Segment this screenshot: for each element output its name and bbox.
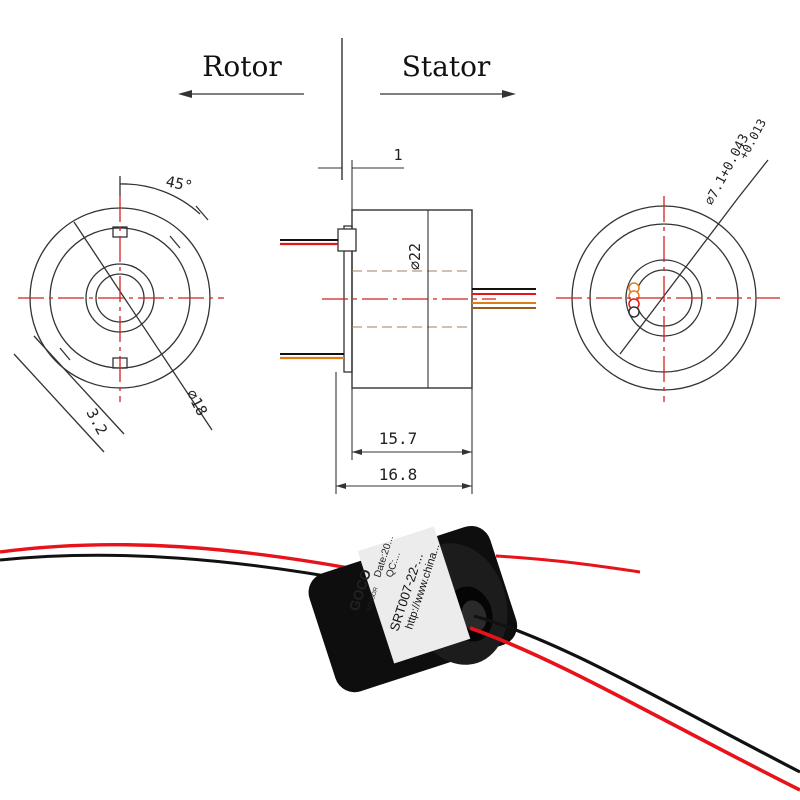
bore-leader-ext — [737, 159, 769, 199]
body-length-label: 15.7 — [379, 429, 418, 448]
header: Rotor Stator — [178, 38, 516, 180]
total-length-label: 16.8 — [379, 465, 418, 484]
slot-dim-line-2 — [33, 335, 125, 435]
angle-label: 45° — [164, 172, 194, 195]
product-photo: GOCO SENSOR Date:20... QC:... SRT007-22-… — [0, 525, 800, 792]
outer-diameter-label: ⌀22 — [406, 243, 424, 270]
stator-arrowhead — [502, 90, 516, 98]
photo-wire-red-left — [0, 542, 361, 572]
flange-diameter-leader — [73, 221, 213, 431]
rotor-label: Rotor — [202, 50, 282, 83]
photo-label — [357, 526, 471, 664]
stator-label: Stator — [402, 50, 491, 83]
photo-wire-black-left — [0, 553, 361, 584]
rotor-notch-1 — [169, 235, 181, 249]
bore-diameter-leader — [619, 197, 739, 355]
photo-wire-red-right — [469, 626, 800, 792]
side-top-tab — [337, 228, 357, 252]
rotor-notch-2 — [59, 347, 71, 361]
gap-label: 1 — [393, 146, 402, 164]
stator-centerlines — [556, 196, 780, 402]
rotor-centerlines — [18, 196, 224, 402]
rotor-end-view — [13, 176, 213, 453]
stator-end-view — [571, 159, 769, 391]
slot-dim-line-1 — [13, 353, 105, 453]
stator-wire-bundle — [628, 282, 640, 318]
photo-wire-red-back — [495, 554, 641, 574]
photo-wire-black-right — [473, 614, 800, 774]
side-view: 1 ⌀22 15.7 16.8 — [280, 146, 536, 494]
angle-ext-2 — [195, 205, 209, 221]
angle-arc — [119, 183, 201, 215]
rotor-arrowhead — [178, 90, 192, 98]
